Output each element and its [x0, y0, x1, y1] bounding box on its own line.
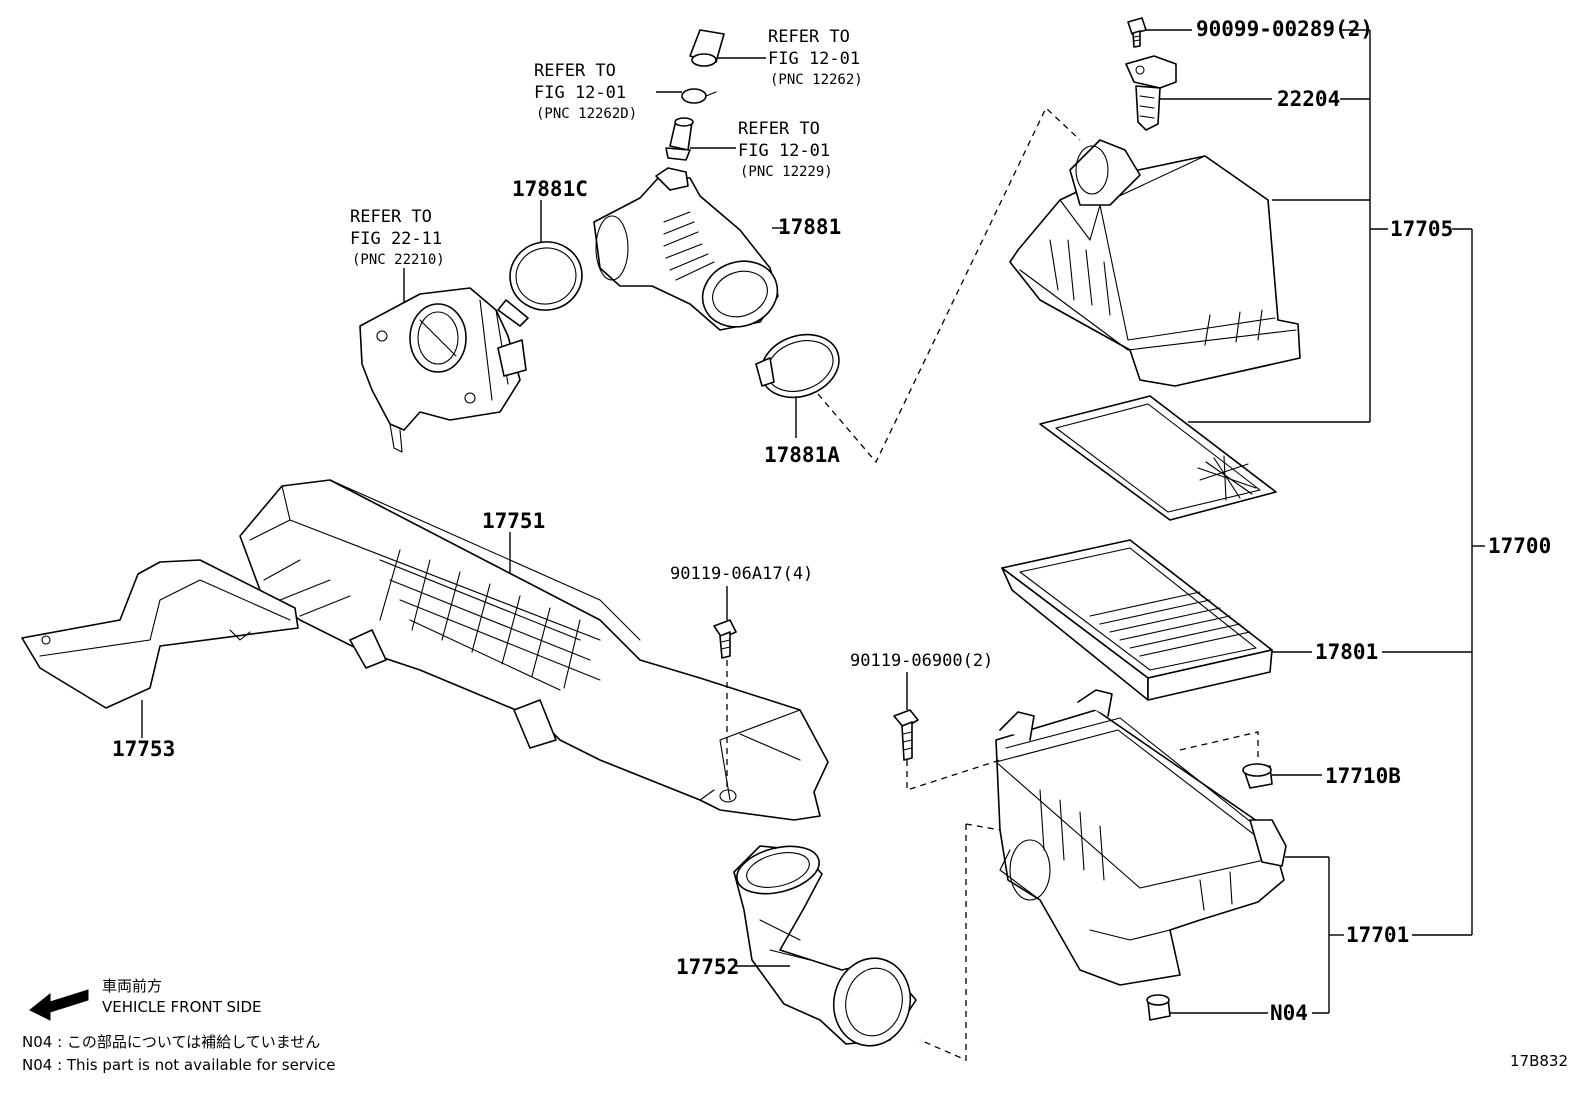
label-17701: 17701	[1346, 923, 1409, 947]
label-17881c: 17881C	[512, 177, 588, 201]
label-17700: 17700	[1488, 534, 1551, 558]
pipe-12262-icon	[689, 29, 725, 67]
ref-line: REFER TO	[534, 61, 616, 81]
ref-line: FIG 12-01	[534, 83, 626, 103]
reference-note-12262: REFER TO FIG 12-01 (PNC 12262)	[768, 27, 863, 88]
label-17752: 17752	[676, 955, 739, 979]
ref-line: REFER TO	[350, 207, 432, 227]
shield-17753-icon	[21, 559, 299, 709]
bolt-90119-06900-icon	[893, 709, 919, 761]
clamp-17881a-icon	[755, 333, 840, 399]
fitting-12229-icon	[665, 117, 694, 161]
clamp-17881c-icon	[497, 241, 583, 327]
figure-code: 17B832	[1510, 1052, 1568, 1070]
ref-line: (PNC 12229)	[740, 164, 833, 180]
label-90119-06900: 90119-06900(2)	[850, 651, 993, 671]
ref-line: FIG 12-01	[768, 49, 860, 69]
bolt-90119-06a17-icon	[713, 619, 737, 659]
ref-line: (PNC 12262D)	[536, 106, 637, 122]
note-n04-jp: N04 : この部品については補給していません	[22, 1033, 320, 1051]
direction-label-en: VEHICLE FRONT SIDE	[102, 998, 262, 1016]
air-cleaner-cap-icon	[1009, 139, 1301, 387]
air-cleaner-case-icon	[995, 689, 1287, 986]
intake-duct-17751-icon	[239, 479, 829, 821]
label-17705: 17705	[1390, 217, 1453, 241]
reference-note-12229: REFER TO FIG 12-01 (PNC 12229)	[738, 119, 833, 180]
reference-note-12262d: REFER TO FIG 12-01 (PNC 12262D)	[534, 61, 637, 122]
label-90099-00289: 90099-00289(2)	[1196, 17, 1373, 41]
reference-note-22210: REFER TO FIG 22-11 (PNC 22210)	[350, 207, 445, 268]
front-direction-arrow-icon	[29, 989, 89, 1021]
hose-17752-icon	[733, 845, 917, 1047]
bolt-90099-icon	[1127, 17, 1147, 48]
note-n04-en: N04 : This part is not available for ser…	[22, 1056, 336, 1074]
label-22204: 22204	[1277, 87, 1340, 111]
label-17881a: 17881A	[764, 443, 840, 467]
label-17710b: 17710B	[1325, 764, 1401, 788]
label-90119-06a17: 90119-06A17(4)	[670, 564, 813, 584]
intake-hose-17881-icon	[593, 167, 779, 331]
ref-line: FIG 12-01	[738, 141, 830, 161]
dashed-guides	[726, 106, 1259, 1061]
air-filter-element-icon	[1001, 539, 1273, 701]
clip-12262d-icon	[681, 88, 717, 104]
grommet-17710b-icon	[1242, 763, 1273, 789]
label-n04: N04	[1270, 1001, 1308, 1025]
label-17801: 17801	[1315, 640, 1378, 664]
plug-n04-icon	[1146, 994, 1171, 1021]
direction-label-jp: 車両前方	[102, 977, 162, 995]
ref-line: FIG 22-11	[350, 229, 442, 249]
label-17753: 17753	[112, 737, 175, 761]
mass-air-flow-sensor-icon	[1125, 55, 1177, 131]
label-17881: 17881	[778, 215, 841, 239]
ref-line: (PNC 22210)	[352, 252, 445, 268]
filter-sheet-icon	[1039, 395, 1277, 521]
throttle-body-icon	[359, 287, 527, 453]
bracket-lines	[1142, 29, 1485, 1014]
ref-line: (PNC 12262)	[770, 72, 863, 88]
ref-line: REFER TO	[738, 119, 820, 139]
label-17751: 17751	[482, 509, 545, 533]
ref-line: REFER TO	[768, 27, 850, 47]
